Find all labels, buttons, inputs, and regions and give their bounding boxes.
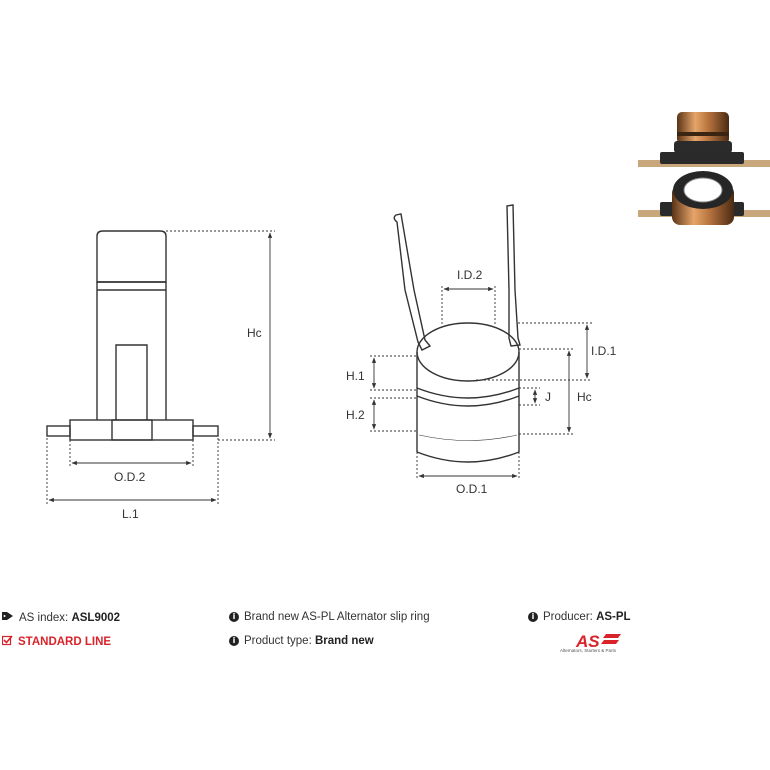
product-type: i Product type: Brand new <box>229 635 374 647</box>
as-index-label: AS index: <box>19 611 69 624</box>
producer-label: Producer: <box>543 611 593 623</box>
info-circle-icon: i <box>528 612 538 622</box>
label-hc-left: Hc <box>247 326 262 340</box>
label-id2: I.D.2 <box>457 268 483 282</box>
label-l1: L.1 <box>122 507 139 521</box>
perspective-view <box>393 204 521 463</box>
side-view <box>46 230 219 441</box>
producer: i Producer: AS-PL <box>528 611 631 623</box>
check-icon <box>1 635 13 649</box>
product-type-label: Product type: <box>244 635 312 647</box>
product-photo <box>638 112 770 225</box>
logo-tagline: Alternators, Starters & Parts <box>560 648 617 653</box>
producer-value: AS-PL <box>596 611 631 623</box>
info-circle-icon: i <box>229 612 239 622</box>
label-h2: H.2 <box>346 408 365 422</box>
label-od2: O.D.2 <box>114 470 146 484</box>
standard-line-label: STANDARD LINE <box>18 636 112 648</box>
as-pl-logo: AS <box>575 632 621 651</box>
standard-line: STANDARD LINE <box>1 635 112 649</box>
description-text: Brand new AS-PL Alternator slip ring <box>244 611 430 623</box>
label-hc-right: Hc <box>577 390 592 404</box>
as-index: AS index: ASL9002 <box>2 611 120 624</box>
side-view-dimensions <box>46 230 275 505</box>
tag-icon <box>2 611 14 624</box>
label-j: J <box>545 390 551 404</box>
label-od1: O.D.1 <box>456 482 488 496</box>
svg-text:AS: AS <box>575 632 600 651</box>
perspective-view-dimensions <box>370 286 592 480</box>
label-h1: H.1 <box>346 369 365 383</box>
label-id1: I.D.1 <box>591 344 617 358</box>
as-index-value: ASL9002 <box>71 611 121 624</box>
info-circle-icon: i <box>229 636 239 646</box>
product-type-value: Brand new <box>314 635 374 647</box>
description: i Brand new AS-PL Alternator slip ring <box>229 611 430 623</box>
